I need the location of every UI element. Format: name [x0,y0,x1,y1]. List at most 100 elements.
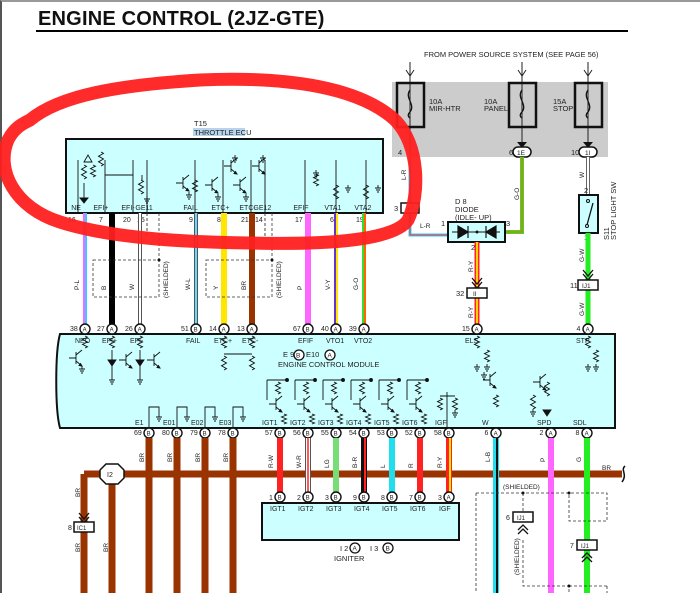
text-selection-highlight [193,128,245,136]
wire-color-code: B-R [352,457,359,469]
resistor-symbol [274,381,282,395]
connector-letter: A [585,431,589,437]
ecm-bottom-terminal-label: E01 [163,420,176,427]
ecm-bottom-pin: 52 [405,430,413,437]
igniter-name: IGNITER [334,554,365,563]
wire-code: L-R [401,169,408,180]
transistor-arrow [362,408,367,413]
transistor-arrow [306,408,311,413]
wire-color-code: P [297,286,304,290]
connector-letter: B [390,495,394,501]
resistor-symbol [543,381,551,397]
fuse-amps: 10A [429,97,442,106]
wire-code: W [579,171,586,178]
ecm-top-pin: 38 [70,326,78,333]
connector-letter: B [390,431,394,437]
connector-circle [79,323,91,335]
ecm-bottom-pin: 57 [265,430,273,437]
junction-ic1 [73,521,95,533]
throttle-ecu-pin: 20 [123,217,131,224]
connector-circle [471,323,483,335]
switch-pin: 2 [584,186,588,195]
connector-circle [302,323,314,335]
wire-color-code: W-L [185,278,192,290]
throttle-ecu-circuit [77,151,381,212]
ground-symbol [530,409,536,417]
ecm-bottom-terminal-label: SDL [573,420,587,427]
diode-name: DIODE [455,205,479,214]
wire-color-code: B [101,286,108,290]
node [369,378,373,382]
internal-trace [440,392,455,427]
wire-color-code: BR [241,281,248,290]
transistor-arrow [390,408,395,413]
resistor-symbol [483,349,491,363]
resistor-symbol [137,179,145,195]
junction-i2 [99,463,125,485]
ground-return [148,406,160,428]
wire-color-code: BR [103,543,110,552]
junction-label: IJ1 [581,544,590,550]
internal-trace [294,379,315,400]
transistor-arrow [334,408,339,413]
ground-symbol [260,155,266,163]
connector-letter: B [334,431,338,437]
fuse-pin: 10 [571,148,579,157]
ecm-top-pin: 27 [97,326,105,333]
red-annotation-circle [0,72,423,250]
ground-symbol [79,366,85,374]
wire-code: G-W [579,302,586,316]
power-source-label: FROM POWER SOURCE SYSTEM (SEE PAGE 56) [424,50,599,59]
transistor-symbol [69,349,83,367]
wire-code: G-O [514,188,521,200]
resistor-symbol [89,164,97,178]
internal-trace [105,174,143,180]
wire-color-code: Y [213,285,220,290]
igniter-pin: 7 [409,495,413,502]
igniter-pin: 9 [353,495,357,502]
shield-dashed [475,492,608,593]
connector-letter: B [147,431,151,437]
node [285,378,289,382]
wire-color-code: P-L [74,280,81,291]
wire-color-code: BR [75,488,82,497]
fuse-amps: 10A [484,97,497,106]
throttle-ecu-pin: 19 [356,217,364,224]
ecm-bottom-pin: 69 [134,430,142,437]
shielded-label: (SHIELDED) [163,261,170,298]
wire-color-code: BR [75,543,82,552]
ecm-top-terminal-label: NEO [75,338,91,345]
connector-letter: B [278,431,282,437]
node [341,378,345,382]
igniter-terminal-label: IGT6 [410,506,426,513]
wire-color-code: R [408,463,415,468]
throttle-ecu-terminal-label: EFI- [121,205,135,212]
junction-label: I2 [107,472,113,479]
throttle-ecu-terminal-label: ETC- [239,205,256,212]
ecm-top-terminal-label: ETC- [242,338,259,345]
internal-trace [406,379,427,400]
transistor-symbol [483,371,497,389]
junction-pin: 8 [68,525,72,532]
resistor-symbol [248,355,256,371]
ecm-connector-legend: E 9 B E10 A ENGINE CONTROL MODULE [278,349,379,369]
connector-arrow [581,552,593,563]
ecm-top-terminals: A38NEOA27EFI+A26EFI-B51FAILA14ETC+A13ETC… [70,323,594,345]
internal-trace [378,379,399,400]
ground-symbol [184,414,190,422]
transistor-symbol [325,395,339,413]
ground-symbol [593,364,599,372]
ecm-top-terminal-label: EFIF [298,338,313,345]
ground-symbol [243,194,249,202]
igniter-terminal-label: IGT5 [382,506,398,513]
throttle-ecu-pin: 8 [217,217,221,224]
ecm-bottom-pin: 80 [162,430,170,437]
ecm-bottom-terminal-label: IGT1 [262,420,278,427]
connector-letter: B [362,495,366,501]
ground-symbol [215,194,221,202]
junction-ij1-stop [577,279,599,291]
diode-symbol [135,350,145,377]
throttle-ecu-box [65,138,384,214]
wire-code: R-Y [468,306,475,318]
resistor-symbol [312,173,320,187]
